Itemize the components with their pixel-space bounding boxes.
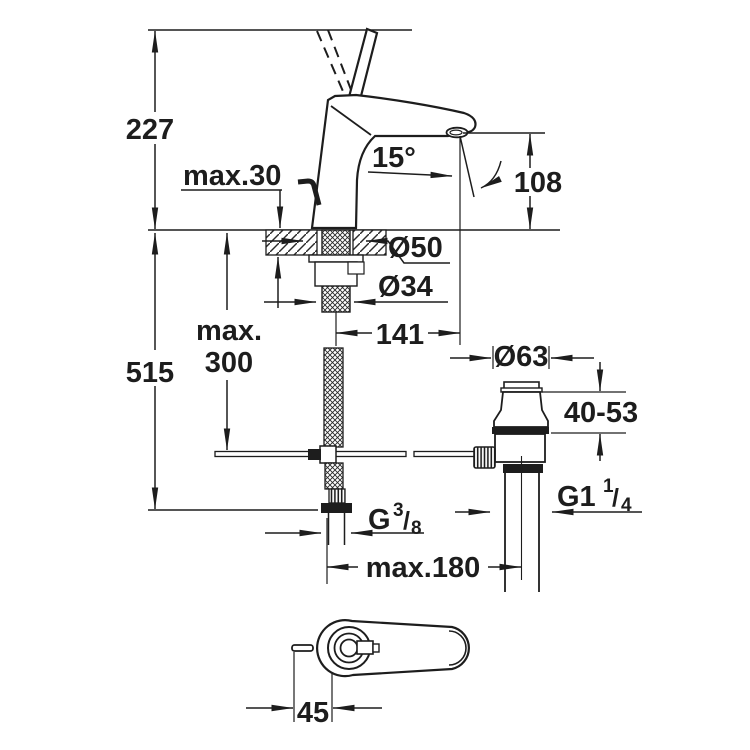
spout-outlet-inner: [449, 129, 463, 136]
dimension-labels: 227 max.30 15° 108 Ø50 Ø34 141 max. 300 …: [126, 114, 638, 729]
dim-dia50-label: Ø50: [388, 232, 443, 264]
joystick-handle: [297, 178, 322, 206]
lever-hub-nub: [372, 643, 380, 653]
dim-227-label: 227: [126, 114, 174, 146]
g38-sup: 3: [393, 500, 404, 521]
lever-top-view: [291, 619, 470, 678]
g38-base: G: [368, 504, 391, 536]
faucet-body: [310, 93, 477, 230]
side-pin: [291, 644, 314, 652]
waste-joint-band: [503, 464, 543, 473]
countertop-section-right: [352, 229, 387, 256]
supply-hose-upper: [323, 347, 344, 448]
dim-15deg-label: 15°: [372, 142, 416, 174]
waste-flange-body: [493, 391, 549, 428]
pull-rod-right: [413, 450, 477, 458]
lever-tip-contour: [448, 630, 467, 666]
g114-sup: 1: [603, 476, 614, 497]
dim-15deg-leader: [367, 171, 453, 179]
dim-dia63-label: Ø63: [494, 341, 549, 373]
popup-waste-assembly: [473, 381, 549, 592]
dim-141-label: 141: [376, 319, 424, 351]
rod-adjustment-knob: [473, 446, 496, 469]
g38-slash: /: [403, 507, 410, 535]
angle-curved-arrow: [480, 160, 502, 189]
dim-515-label: 515: [126, 357, 174, 389]
g114-base: G1: [557, 481, 596, 513]
dim-108-label: 108: [514, 167, 562, 199]
lever-handle: [347, 27, 379, 102]
mounting-washer: [308, 254, 364, 263]
dim-g114-label: G1 1 / 4: [557, 476, 632, 516]
rod-tee-connector: [319, 445, 337, 464]
dim-max300-label-value: 300: [205, 347, 253, 379]
hose-crimp-collar: [328, 488, 346, 504]
g114-slash: /: [612, 484, 619, 512]
dim-4053-label: 40-53: [564, 397, 638, 429]
rod-tee-block: [308, 449, 321, 460]
dimension-lines: [151, 30, 642, 722]
dim-g38-label: G 3 / 8: [368, 500, 422, 539]
lever-alternate-position: [316, 29, 354, 97]
dim-max180-label: max.180: [366, 552, 481, 584]
waste-seal-ring: [492, 427, 549, 434]
waste-valve-body: [494, 433, 546, 463]
dim-max30-label: max.30: [183, 160, 281, 192]
hose-nut: [321, 503, 352, 513]
dim-45-label: 45: [297, 697, 329, 729]
lever-hub-detail: [356, 640, 374, 655]
dim-dia50-leader: [365, 237, 450, 264]
spout-circle-inner: [339, 638, 359, 658]
faucet-front-view: [214, 27, 477, 545]
dim-dia34-label: Ø34: [378, 271, 433, 303]
g114-sub: 4: [621, 495, 632, 516]
body-contour-line: [330, 105, 372, 136]
supply-hose-lower: [324, 462, 344, 490]
countertop-section-left: [265, 229, 318, 256]
mounting-nut-tab: [347, 261, 365, 275]
water-jet-line: [459, 135, 475, 198]
dim-max300-label-word: max.: [196, 315, 262, 347]
g38-sub: 8: [411, 518, 422, 539]
